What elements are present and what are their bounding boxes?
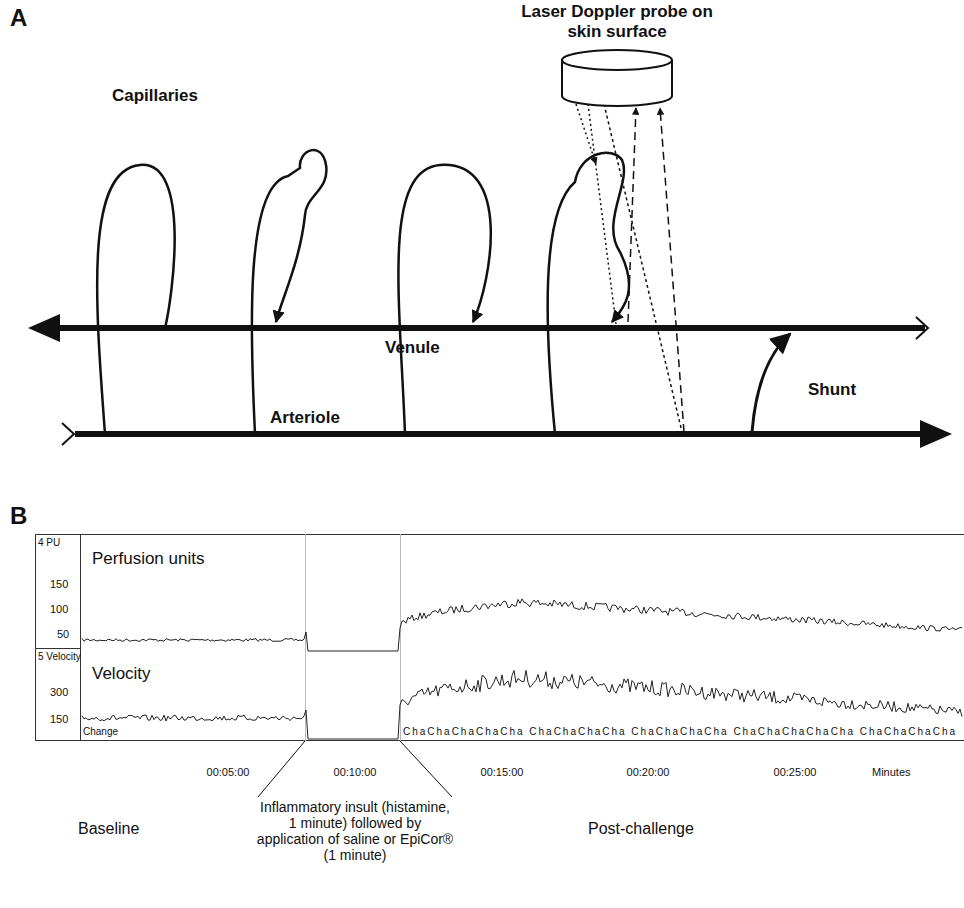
vessels <box>28 150 952 448</box>
venule <box>52 325 925 331</box>
capillary-loop <box>97 165 175 434</box>
time-tick: 00:20:00 <box>627 766 670 779</box>
capillary-loop <box>548 153 629 434</box>
part-label: Venule <box>385 338 440 358</box>
panel-letter: A <box>10 4 27 32</box>
venule-end <box>916 317 928 339</box>
velocity-trace <box>82 670 962 739</box>
trace-title: Perfusion units <box>92 549 204 569</box>
channel-label: 4 PU <box>38 537 60 549</box>
arteriole-arrowhead <box>920 420 952 448</box>
event-marker: Change <box>83 726 118 738</box>
time-tick: 00:25:00 <box>774 766 817 779</box>
phase-label: Baseline <box>78 820 139 838</box>
axis-tick: 50 <box>57 628 69 641</box>
laser-rays <box>576 104 684 432</box>
axis-tick: 150 <box>50 578 68 591</box>
phase-label: Inflammatory insult (histamine, 1 minute… <box>255 799 455 863</box>
trace-title: Velocity <box>92 664 151 684</box>
event-marker: ChaChaChaChaCha ChaChaChaCha ChaChaChaCh… <box>403 726 957 738</box>
part-label: Capillaries <box>112 86 198 106</box>
channel-label: 5 Velocity <box>38 651 81 663</box>
axis-tick: 100 <box>50 603 68 616</box>
axis-tick: 150 <box>50 713 68 726</box>
arteriole-end <box>62 423 74 445</box>
axis-unit: Minutes <box>872 766 911 779</box>
arteriole <box>75 431 922 437</box>
probe <box>562 50 672 106</box>
shunt-arrow <box>752 334 790 432</box>
perfusion-trace <box>82 599 962 651</box>
time-tick: 00:10:00 <box>334 766 377 779</box>
venule-arrowhead <box>28 314 60 342</box>
phase-label: Post-challenge <box>588 820 694 838</box>
part-label: Shunt <box>808 380 856 400</box>
time-tick: 00:05:00 <box>207 766 250 779</box>
capillary-loop <box>252 150 327 434</box>
part-label: Arteriole <box>270 408 340 428</box>
chart-frame <box>35 534 964 797</box>
time-tick: 00:15:00 <box>481 766 524 779</box>
traces <box>82 599 962 739</box>
capillary-loop <box>398 165 490 434</box>
panel-letter: B <box>10 502 27 530</box>
axis-tick: 300 <box>50 686 68 699</box>
probe-label: Laser Doppler probe on skin surface <box>502 2 732 41</box>
